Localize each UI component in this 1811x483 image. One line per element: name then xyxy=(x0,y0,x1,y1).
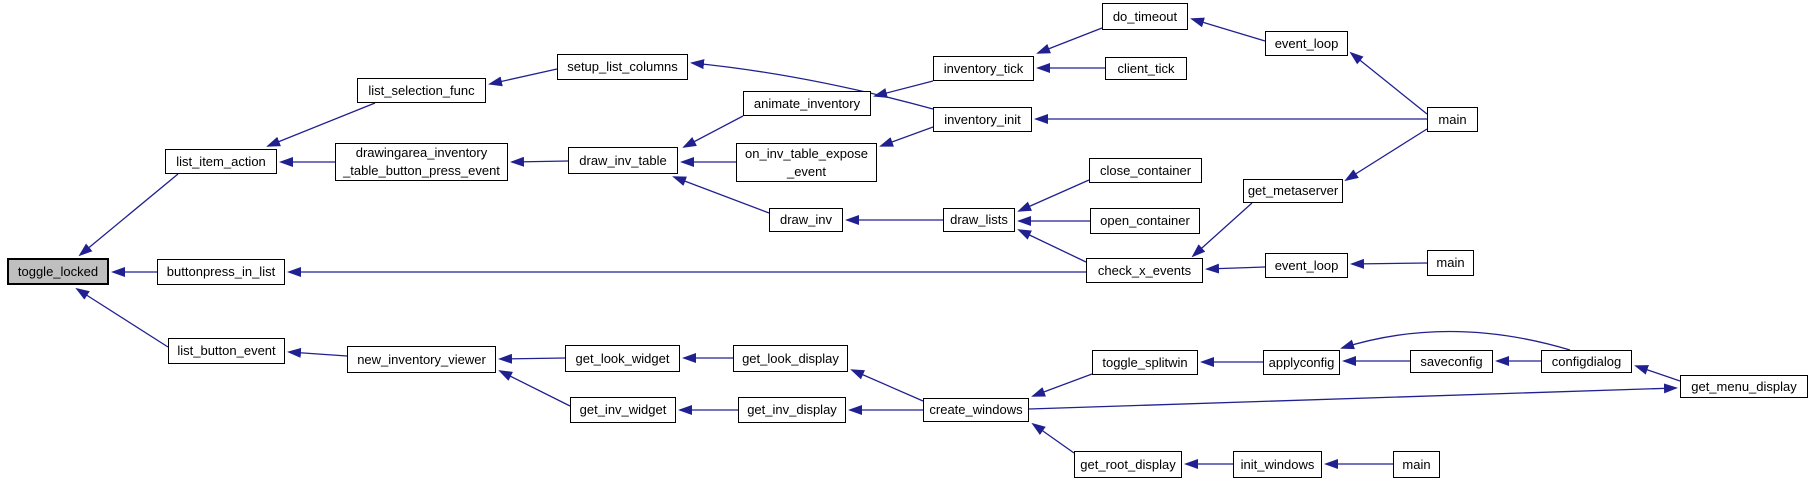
edge-get_look_widget-to-new_inventory_viewer xyxy=(498,353,566,364)
edge-main_1-to-event_loop_1 xyxy=(1349,51,1428,115)
node-list_button_event[interactable]: list_button_event xyxy=(168,338,285,364)
node-main_1[interactable]: main xyxy=(1427,107,1478,132)
node-setup_list_columns[interactable]: setup_list_columns xyxy=(557,54,688,80)
node-get_look_widget[interactable]: get_look_widget xyxy=(565,345,680,372)
node-drawingarea_inventory_table_button_press_event[interactable]: drawingarea_inventory _table_button_pres… xyxy=(335,143,508,181)
node-list_item_action[interactable]: list_item_action xyxy=(165,149,277,174)
edge-new_inventory_viewer-to-list_button_event xyxy=(287,347,348,358)
node-get_menu_display[interactable]: get_menu_display xyxy=(1680,375,1808,398)
edge-create_windows-to-get_look_display xyxy=(850,369,924,402)
node-toggle_splitwin[interactable]: toggle_splitwin xyxy=(1092,350,1198,375)
edge-get_root_display-to-create_windows xyxy=(1031,422,1075,454)
node-draw_inv_table[interactable]: draw_inv_table xyxy=(568,147,678,174)
node-client_tick[interactable]: client_tick xyxy=(1105,57,1187,80)
edge-get_menu_display-to-configdialog xyxy=(1634,365,1681,382)
node-on_inv_table_expose_event[interactable]: on_inv_table_expose _event xyxy=(736,143,877,182)
node-new_inventory_viewer[interactable]: new_inventory_viewer xyxy=(347,346,496,373)
edge-get_inv_widget-to-new_inventory_viewer xyxy=(498,370,571,407)
node-event_loop_1[interactable]: event_loop xyxy=(1265,31,1348,56)
edge-list_item_action-to-toggle_locked xyxy=(78,173,179,257)
node-list_selection_func[interactable]: list_selection_func xyxy=(357,78,486,103)
edge-main_2-to-event_loop_2 xyxy=(1350,258,1428,269)
edge-close_container-to-draw_lists xyxy=(1017,179,1090,212)
node-check_x_events[interactable]: check_x_events xyxy=(1086,258,1203,283)
node-inventory_tick[interactable]: inventory_tick xyxy=(933,56,1034,81)
edge-create_windows-to-get_menu_display xyxy=(1028,383,1678,410)
edge-toggle_splitwin-to-create_windows xyxy=(1031,373,1093,397)
node-main_3[interactable]: main xyxy=(1393,451,1440,478)
node-inventory_init[interactable]: inventory_init xyxy=(933,107,1032,132)
node-main_2[interactable]: main xyxy=(1427,250,1474,276)
node-configdialog[interactable]: configdialog xyxy=(1541,350,1632,373)
node-saveconfig[interactable]: saveconfig xyxy=(1410,350,1493,373)
edge-get_metaserver-to-check_x_events xyxy=(1191,202,1253,258)
edge-event_loop_1-to-do_timeout xyxy=(1190,17,1266,42)
edge-animate_inventory-to-draw_inv_table xyxy=(682,115,744,148)
node-event_loop_2[interactable]: event_loop xyxy=(1265,253,1348,278)
node-get_look_display[interactable]: get_look_display xyxy=(733,345,848,372)
edge-setup_list_columns-to-list_selection_func xyxy=(488,68,558,87)
node-buttonpress_in_list[interactable]: buttonpress_in_list xyxy=(157,259,285,285)
node-get_inv_widget[interactable]: get_inv_widget xyxy=(570,397,676,423)
edge-do_timeout-to-inventory_tick xyxy=(1036,27,1103,54)
node-close_container[interactable]: close_container xyxy=(1089,158,1202,183)
node-animate_inventory[interactable]: animate_inventory xyxy=(743,91,871,116)
edge-draw_inv_table-to-drawingarea_inventory_table_button_press_event xyxy=(510,156,569,167)
node-get_root_display[interactable]: get_root_display xyxy=(1074,451,1182,478)
node-create_windows[interactable]: create_windows xyxy=(923,398,1029,422)
edge-inventory_init-to-on_inv_table_expose_event xyxy=(879,126,934,147)
edge-configdialog-to-applyconfig xyxy=(1340,330,1571,351)
node-do_timeout[interactable]: do_timeout xyxy=(1102,3,1188,30)
node-applyconfig[interactable]: applyconfig xyxy=(1263,350,1340,375)
node-draw_lists[interactable]: draw_lists xyxy=(943,208,1015,232)
node-open_container[interactable]: open_container xyxy=(1090,208,1200,234)
edge-list_button_event-to-toggle_locked xyxy=(75,287,169,348)
node-init_windows[interactable]: init_windows xyxy=(1233,451,1322,478)
node-toggle_locked: toggle_locked xyxy=(7,258,109,285)
edge-draw_inv-to-draw_inv_table xyxy=(672,176,770,214)
edge-main_1-to-get_metaserver xyxy=(1344,128,1428,182)
node-get_metaserver[interactable]: get_metaserver xyxy=(1243,179,1343,203)
node-get_inv_display[interactable]: get_inv_display xyxy=(738,397,846,423)
node-draw_inv[interactable]: draw_inv xyxy=(769,208,843,232)
edge-event_loop_2-to-check_x_events xyxy=(1205,263,1266,274)
edge-list_selection_func-to-list_item_action xyxy=(266,102,376,147)
edge-inventory_tick-to-animate_inventory xyxy=(873,80,934,98)
edge-check_x_events-to-draw_lists xyxy=(1017,229,1087,263)
